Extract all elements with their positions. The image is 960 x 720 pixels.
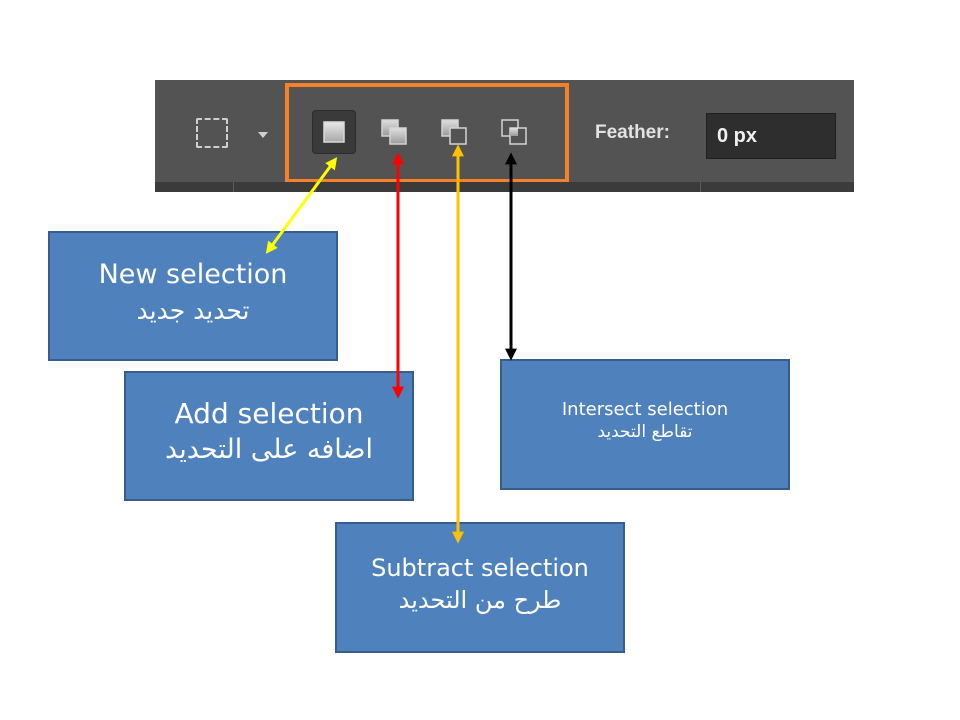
rectangular-marquee-icon[interactable] [196,118,228,148]
intersect-selection-button[interactable] [492,110,536,154]
subtract-from-selection-button[interactable] [432,110,476,154]
selection-modes-highlight [285,83,569,183]
add-to-selection-icon [381,119,407,145]
callout-add-selection-ar: اضافه على التحديد [165,434,373,465]
callout-add-selection-en: Add selection [174,397,364,430]
intersect-selection-icon [501,119,527,145]
callout-new-selection-ar: تحديد جديد [136,296,250,325]
new-selection-icon [323,121,345,143]
callout-intersect-selection-en: Intersect selection [561,399,729,420]
callout-add-selection: Add selection اضافه على التحديد [124,371,414,501]
callout-new-selection-en: New selection [98,259,288,290]
add-to-selection-button[interactable] [372,110,416,154]
callout-subtract-selection: Subtract selection طرح من التحديد [335,522,625,653]
callout-intersect-selection: Intersect selection تقاطع التحديد [500,359,790,490]
callout-intersect-selection-ar: تقاطع التحديد [597,422,693,442]
tool-preset-dropdown-icon[interactable] [258,132,268,138]
arrow-new-selection [265,157,338,254]
feather-label: Feather: [595,122,670,143]
feather-input[interactable] [706,113,836,159]
new-selection-button[interactable] [312,110,356,154]
callout-subtract-selection-en: Subtract selection [371,554,589,582]
subtract-from-selection-icon [441,119,467,145]
callout-subtract-selection-ar: طرح من التحديد [398,586,562,614]
